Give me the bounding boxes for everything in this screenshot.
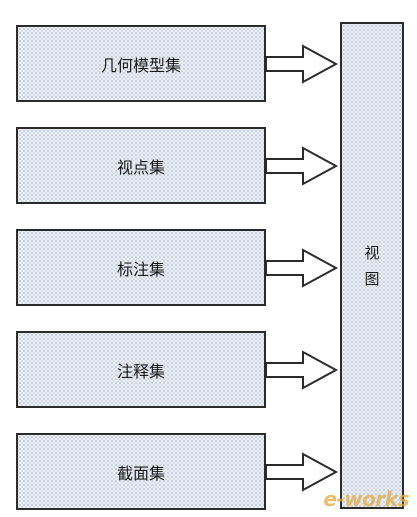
arrow-icon — [265, 44, 339, 84]
arrow-icon — [265, 146, 339, 186]
note-set-box: 注释集 — [16, 331, 266, 408]
annotation-set-label: 标注集 — [116, 259, 165, 279]
view-label-char-2: 图 — [364, 269, 380, 288]
arrow-icon — [265, 350, 339, 390]
note-set-label: 注释集 — [116, 361, 165, 381]
viewpoint-set-box: 视点集 — [16, 127, 266, 204]
arrow-icon — [265, 248, 339, 288]
geometry-model-set-box: 几何模型集 — [16, 25, 266, 102]
view-box: 视 图 — [340, 22, 404, 509]
viewpoint-set-label: 视点集 — [116, 157, 165, 177]
section-set-box: 截面集 — [16, 433, 266, 510]
arrow-icon — [265, 452, 339, 492]
section-set-label: 截面集 — [116, 463, 165, 483]
e-works-watermark: e-works — [323, 487, 409, 511]
view-label-char-1: 视 — [364, 243, 380, 262]
geometry-model-set-label: 几何模型集 — [100, 55, 181, 75]
